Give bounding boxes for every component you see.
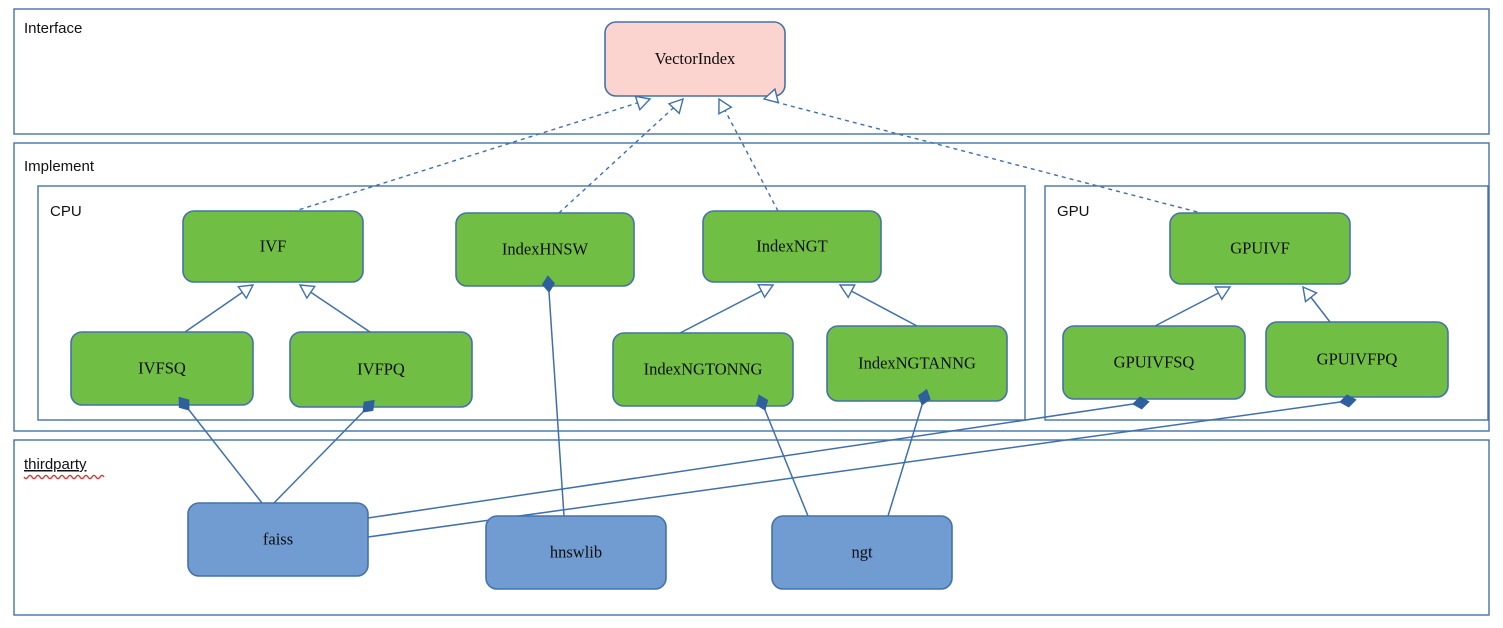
marker-hollow-triangle-gpuivf-vectorindex	[762, 87, 780, 104]
marker-filled-diamond-ngt-indexngtonng	[755, 394, 769, 411]
node-ivfsq[interactable]: IVFSQ	[70, 331, 254, 406]
node-box-ngt[interactable]	[771, 515, 953, 590]
node-box-gpuivfsq[interactable]	[1062, 325, 1246, 400]
node-box-indexngt[interactable]	[702, 210, 882, 283]
marker-hollow-triangle-ivfsq-ivf	[237, 284, 255, 300]
edge-ngt-indexngtanng	[887, 404, 923, 517]
edge-hnswlib-indexhnsw	[548, 291, 565, 517]
marker-filled-diamond-faiss-ivfsq	[178, 396, 190, 411]
node-faiss[interactable]: faiss	[187, 502, 369, 577]
node-label-ivf: IVF	[260, 236, 287, 255]
node-box-indexngtanng[interactable]	[826, 325, 1008, 402]
container-label-interface: Interface	[24, 20, 82, 37]
node-box-gpuivf[interactable]	[1169, 212, 1351, 285]
node-label-gpuivfsq: GPUIVFSQ	[1114, 352, 1195, 371]
edge-ngt-indexngtonng	[764, 409, 809, 517]
node-label-vectorindex: VectorIndex	[655, 49, 736, 68]
node-gpuivfpq[interactable]: GPUIVFPQ	[1265, 321, 1449, 398]
edge-ivfpq-ivf	[299, 284, 371, 333]
node-label-indexhnsw: IndexHNSW	[502, 239, 589, 258]
edge-faiss-ivfpq	[271, 411, 364, 506]
marker-hollow-triangle-gpuivfpq-gpuivf	[1302, 285, 1318, 303]
node-label-indexngtanng: IndexNGTANNG	[858, 353, 976, 372]
edge-ivfsq-ivf	[184, 284, 254, 333]
edge-faiss-ivfsq	[188, 409, 263, 504]
node-gpuivf[interactable]: GPUIVF	[1169, 212, 1351, 285]
node-label-ngt: ngt	[851, 542, 873, 561]
container-label-gpu: GPU	[1057, 203, 1090, 220]
edge-faiss-gpuivfsq	[367, 403, 1134, 519]
container-label-implement: Implement	[24, 158, 95, 175]
node-box-ivfsq[interactable]	[70, 331, 254, 406]
marker-group	[178, 87, 1357, 413]
node-box-ivfpq[interactable]	[289, 331, 473, 408]
marker-filled-diamond-faiss-gpuivfpq	[1339, 394, 1357, 408]
edge-gpuivf-vectorindex	[763, 98, 1206, 215]
node-box-indexngtonng[interactable]	[612, 332, 794, 407]
marker-filled-diamond-ngt-indexngtanng	[918, 388, 931, 406]
spellcheck-squiggle-thirdparty	[23, 474, 105, 480]
edge-indexngtonng-indexngt	[679, 284, 774, 334]
node-label-faiss: faiss	[263, 529, 293, 548]
marker-hollow-triangle-ivf-vectorindex	[634, 95, 652, 112]
node-indexhnsw[interactable]: IndexHNSW	[455, 212, 635, 287]
node-label-indexngtonng: IndexNGTONNG	[644, 359, 763, 378]
node-ivf[interactable]: IVF	[182, 210, 364, 283]
edge-indexngtanng-indexngt	[839, 284, 918, 327]
edge-ivf-vectorindex	[291, 98, 651, 213]
edge-indexngt-vectorindex	[718, 98, 779, 212]
node-label-hnswlib: hnswlib	[550, 542, 602, 561]
node-box-hnswlib[interactable]	[485, 515, 667, 590]
marker-hollow-triangle-indexngt-vectorindex	[718, 97, 733, 115]
node-indexngt[interactable]: IndexNGT	[702, 210, 882, 283]
node-box-vectorindex[interactable]	[604, 21, 786, 97]
marker-filled-diamond-hnswlib-indexhnsw	[541, 275, 556, 293]
marker-filled-diamond-faiss-gpuivfsq	[1132, 396, 1150, 410]
node-label-ivfsq: IVFSQ	[138, 358, 186, 377]
edge-faiss-gpuivfpq	[367, 401, 1341, 538]
node-indexngtonng[interactable]: IndexNGTONNG	[612, 332, 794, 407]
edge-gpuivfsq-gpuivf	[1154, 286, 1231, 327]
node-label-indexngt: IndexNGT	[756, 236, 827, 255]
node-label-gpuivfpq: GPUIVFPQ	[1317, 349, 1398, 368]
node-gpuivfsq[interactable]: GPUIVFSQ	[1062, 325, 1246, 400]
node-indexngtanng[interactable]: IndexNGTANNG	[826, 325, 1008, 402]
node-ngt[interactable]: ngt	[771, 515, 953, 590]
marker-hollow-triangle-gpuivfsq-gpuivf	[1214, 286, 1232, 301]
marker-hollow-triangle-ivfpq-ivf	[298, 284, 316, 300]
marker-hollow-triangle-indexhnsw-vectorindex	[667, 97, 685, 115]
node-box-ivf[interactable]	[182, 210, 364, 283]
node-box-gpuivfpq[interactable]	[1265, 321, 1449, 398]
marker-filled-diamond-faiss-ivfpq	[362, 399, 375, 413]
node-ivfpq[interactable]: IVFPQ	[289, 331, 473, 408]
container-label-cpu: CPU	[50, 203, 82, 220]
marker-hollow-triangle-indexngtanng-indexngt	[838, 284, 856, 299]
node-label-gpuivf: GPUIVF	[1230, 238, 1290, 257]
node-vectorindex[interactable]: VectorIndex	[604, 21, 786, 97]
marker-hollow-triangle-indexngtonng-indexngt	[757, 283, 775, 299]
node-label-ivfpq: IVFPQ	[357, 359, 405, 378]
container-label-thirdparty: thirdparty	[24, 456, 87, 473]
node-hnswlib[interactable]: hnswlib	[485, 515, 667, 590]
node-box-faiss[interactable]	[187, 502, 369, 577]
